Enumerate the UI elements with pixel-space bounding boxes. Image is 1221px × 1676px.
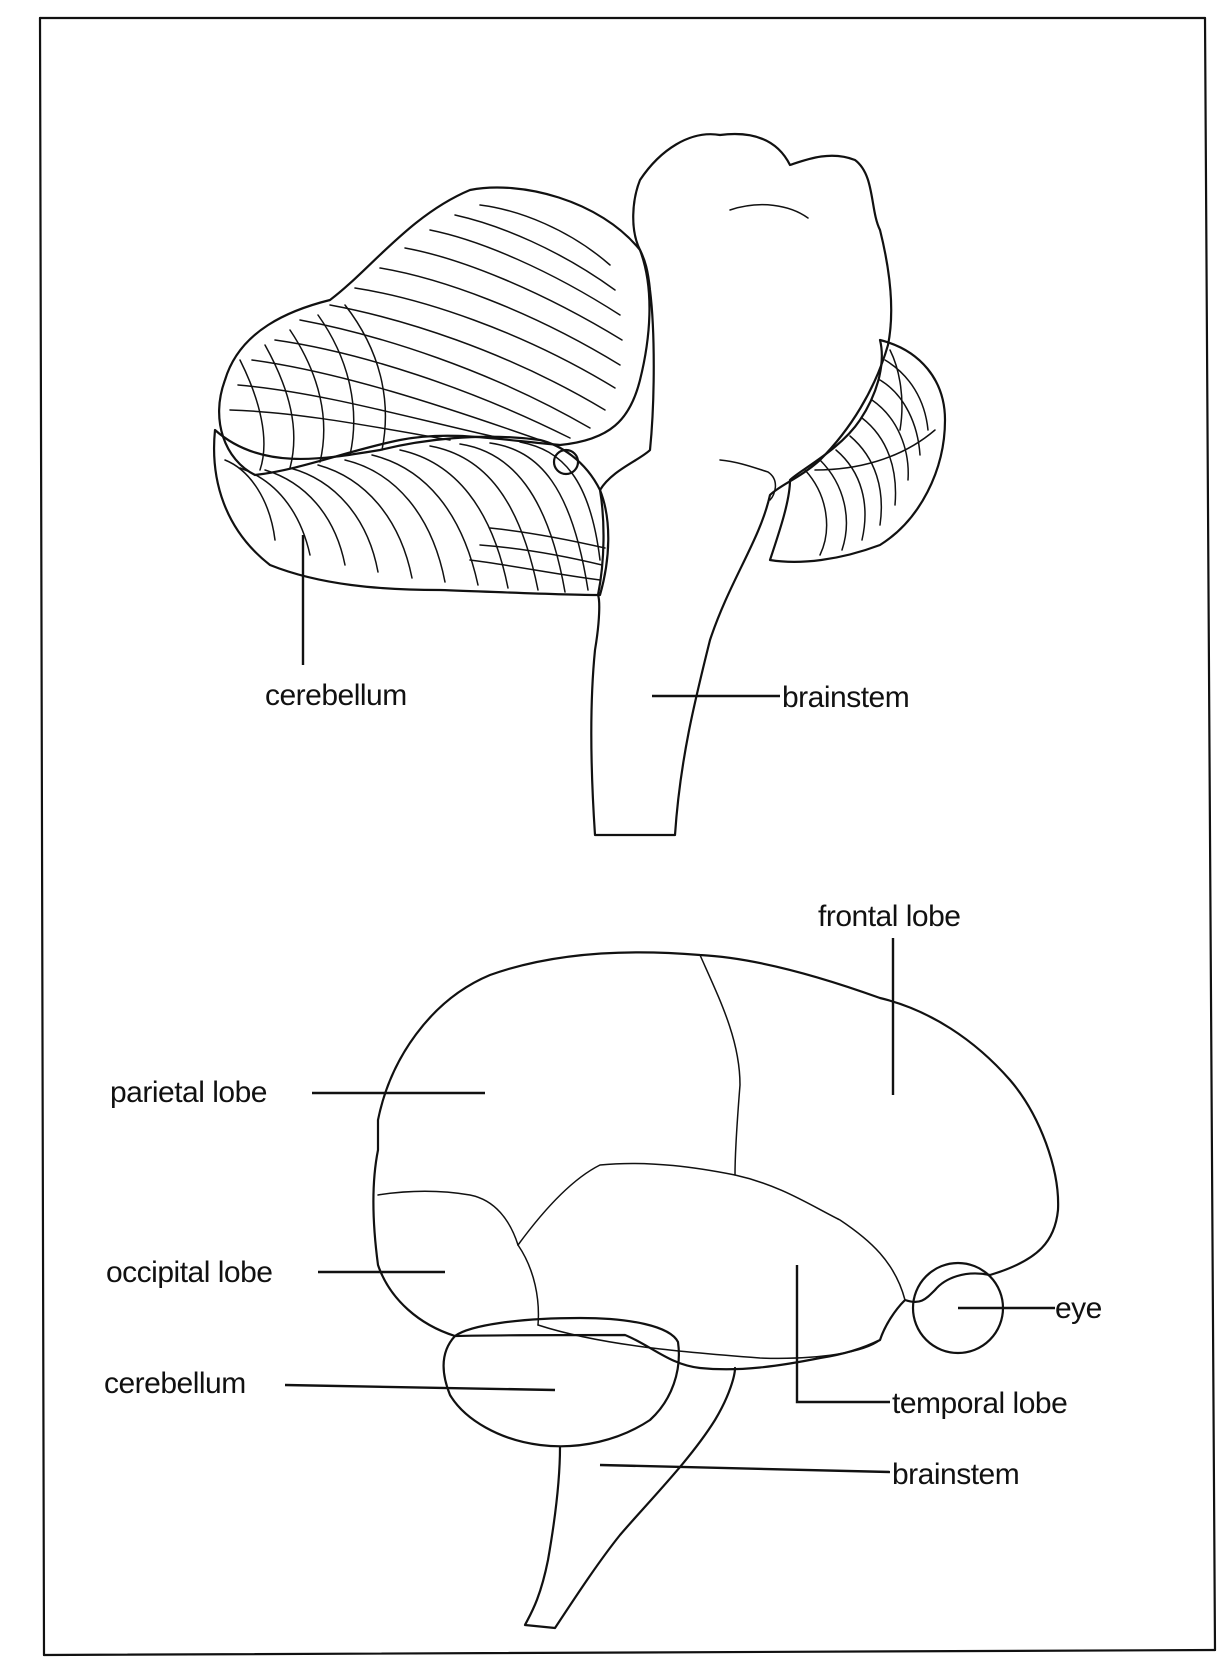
parietal-lobe-label: parietal lobe <box>110 1076 267 1109</box>
frontal-lobe-label: frontal lobe <box>818 900 960 933</box>
occipital-lower-boundary <box>518 1245 538 1325</box>
temporal-lower-boundary <box>538 1325 880 1358</box>
cerebellum-folia-hatching <box>225 205 622 592</box>
side-cerebellum-label: cerebellum <box>104 1367 246 1400</box>
top-brainstem-fold-2 <box>730 205 808 218</box>
cerebellum-leader <box>285 1385 555 1390</box>
top-brainstem-outline <box>591 134 891 835</box>
top-cerebellum-right-outline <box>770 340 945 562</box>
temporal-leader <box>797 1265 890 1402</box>
temporal-lobe-label: temporal lobe <box>892 1387 1067 1420</box>
side-cerebellum-outline <box>444 1318 679 1446</box>
brainstem-leader <box>600 1465 890 1472</box>
side-brainstem-label: brainstem <box>892 1458 1019 1491</box>
top-brain-view: cerebellum brainstem <box>214 134 945 835</box>
lateral-sulcus <box>518 1163 905 1300</box>
occipital-lobe-label: occipital lobe <box>106 1256 272 1289</box>
cerebrum-outline <box>374 952 1059 1369</box>
eye-label: eye <box>1055 1292 1102 1325</box>
side-brain-view: frontal lobe parietal lobe occipital lob… <box>104 900 1102 1628</box>
side-brainstem-outline <box>525 1368 735 1628</box>
top-brainstem-label: brainstem <box>782 681 909 714</box>
top-brainstem-fold <box>720 460 775 500</box>
top-cerebellum-label: cerebellum <box>265 679 407 712</box>
top-cerebellum-lower-lobe <box>214 430 608 595</box>
parieto-occipital-sulcus <box>378 1191 518 1245</box>
top-nodule <box>554 450 578 474</box>
central-sulcus <box>700 955 740 1175</box>
right-cerebellum-hatching <box>805 350 935 555</box>
